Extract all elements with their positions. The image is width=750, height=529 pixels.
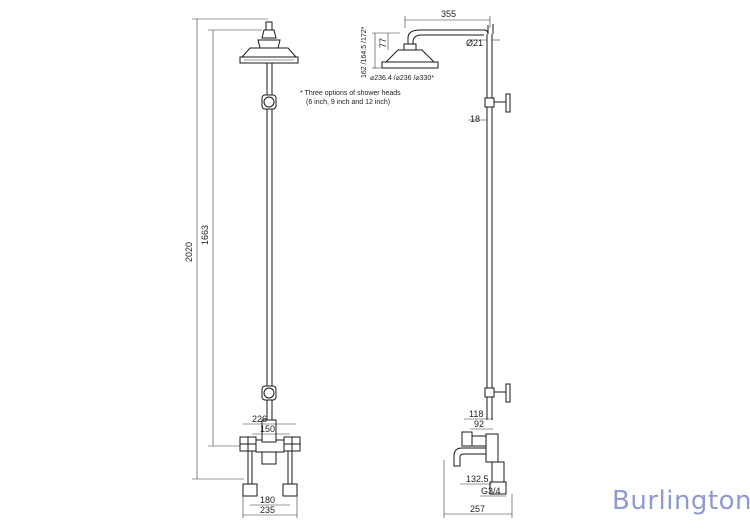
note-line-2: (6 inch, 9 inch and 12 inch) — [306, 99, 390, 106]
shower-head-side — [381, 43, 439, 69]
dim-pipe-diameter: Ø21 — [466, 38, 483, 48]
side-view: 355 77 162 /164.5 /172* ⌀236.4 /⌀236 /⌀3… — [361, 9, 513, 518]
lower-bracket-side — [484, 383, 511, 403]
bracket-knob — [263, 387, 275, 399]
lower-bracket-front — [261, 385, 277, 401]
right-foot — [282, 483, 298, 497]
dim-total-height: 2020 — [184, 242, 194, 262]
valve-top — [261, 419, 277, 443]
leg-side — [491, 461, 505, 483]
dim-bracket-offset: 18 — [470, 114, 480, 124]
dim-centres: 150 — [260, 424, 275, 434]
head-dome — [384, 49, 436, 63]
head-joint — [403, 43, 417, 51]
dim-total-depth: 257 — [470, 504, 485, 514]
brand-logo: Burlington — [612, 486, 750, 516]
bracket-wall-plate — [505, 93, 511, 113]
dim-head-drop: 77 — [378, 38, 388, 48]
front-view: 2020 1663 — [184, 18, 301, 518]
dim-head-heights: 162 /164.5 /172* — [361, 26, 368, 78]
head-cap — [265, 21, 273, 31]
upper-bracket-side — [484, 93, 511, 113]
dim-valve-centre: 92 — [474, 419, 484, 429]
dim-spout-projection: 132.5 — [466, 474, 489, 484]
dim-valve-depth: 118 — [469, 409, 483, 419]
left-foot — [242, 483, 258, 497]
bracket-knob — [263, 96, 275, 108]
valve-spindle — [471, 435, 487, 447]
dim-head-diameters: ⌀236.4 /⌀236 /⌀330* — [370, 75, 434, 82]
bracket-clamp — [484, 97, 495, 108]
foot-side — [489, 481, 507, 495]
head-collar — [257, 39, 281, 49]
dim-thread: G3/4 — [481, 486, 501, 496]
dim-top-width: 226 — [252, 414, 267, 424]
shower-head-front — [239, 21, 299, 64]
spout — [453, 447, 487, 467]
valve-handle — [461, 431, 473, 447]
upper-bracket-front — [261, 94, 277, 110]
valve-body-side — [453, 431, 507, 495]
legs-front — [242, 451, 298, 497]
head-ball-joint — [261, 29, 277, 39]
dim-riser-height: 1663 — [200, 225, 210, 245]
shower-arm-bottom — [412, 24, 494, 44]
dim-base-width: 235 — [260, 505, 275, 515]
shower-arm-top — [407, 25, 489, 44]
note-line-1: * Three options of shower heads — [300, 90, 401, 97]
valve-block — [485, 433, 499, 463]
dim-arm-projection: 355 — [441, 9, 456, 19]
head-rose — [381, 61, 439, 69]
head-dome — [240, 47, 298, 58]
bracket-wall-plate — [505, 383, 511, 403]
valve-outlet — [261, 451, 277, 465]
dim-bottom-centres: 180 — [260, 495, 275, 505]
bracket-clamp — [484, 387, 495, 398]
